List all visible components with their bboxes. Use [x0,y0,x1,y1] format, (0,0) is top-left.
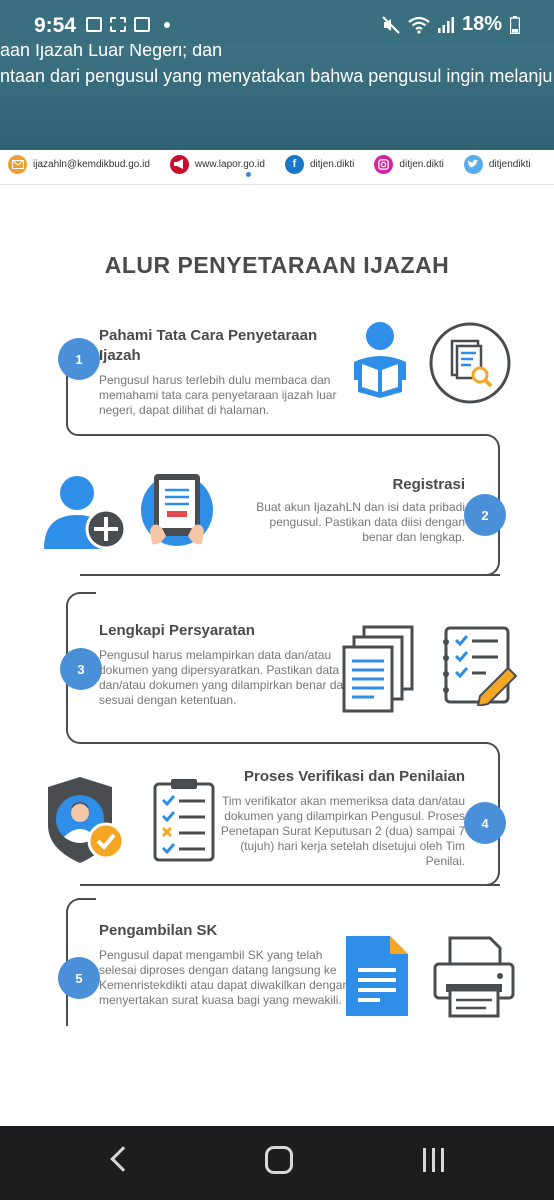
checklist-pencil-icon [443,626,518,706]
contact-twitter-text: ditjendikti [488,158,531,170]
screenshot-icon [110,17,126,32]
mute-icon [382,15,400,34]
step-2-description: Buat akun IjazahLN dan isi data pribadi … [256,500,465,544]
document-file-icon [346,936,408,1016]
carousel-indicator [246,172,251,177]
flow-connector [78,434,486,436]
document-search-icon [429,322,511,404]
status-time: 9:54 [34,14,77,37]
flow-connector [96,742,486,744]
system-icons: 18% [382,13,520,36]
status-bar: 9:54 18% [0,0,554,44]
video-icon [134,17,150,32]
tablet-register-icon [141,474,213,546]
verified-user-shield-icon [48,777,125,863]
step-4-number: 4 [464,802,506,844]
twitter-icon [463,154,483,174]
battery-icon [510,15,520,34]
megaphone-icon [169,154,189,174]
clipboard-checklist-icon [153,779,215,862]
step-4-description: Tim verifikator akan memeriksa data dan/… [220,794,465,868]
contact-facebook[interactable]: f ditjen.dikti [284,154,355,174]
back-button[interactable] [110,1146,136,1172]
contact-facebook-text: ditjen.dikti [309,158,355,170]
add-user-icon [44,476,127,550]
instagram-icon [374,154,394,174]
step-1-title: Pahami Tata Cara Penyetaraan Ijazah [99,327,318,364]
banner-text-line-2: ntaan dari pengusul yang menyatakan bahw… [0,66,553,86]
step-1-description: Pengusul harus terlebih dulu membaca dan… [99,373,337,417]
wifi-icon [408,16,430,34]
battery-percent: 18% [461,13,502,35]
flow-connector [80,884,500,886]
step-3-title: Lengkapi Persyaratan [99,622,255,639]
page-title: ALUR PENYETARAAN IJAZAH [104,252,450,278]
contact-instagram-text: ditjen.dikti [399,158,444,170]
step-5-title: Pengambilan SK [99,922,218,939]
home-button[interactable] [265,1146,293,1174]
step-5-description: Pengusul dapat mengambil SK yang telah s… [99,948,350,1007]
contact-strip: ijazahln@kemdikbud.go.id www.lapor.go.id… [0,150,554,178]
step-1-number: 1 [58,338,100,380]
contact-lapor-text: www.lapor.go.id [194,158,265,170]
step-2-title: Registrasi [392,476,465,493]
email-icon [8,154,27,174]
step-4-title: Proses Verifikasi dan Penilaian [244,768,465,785]
flow-connector [80,574,500,576]
step-3-number: 3 [60,648,102,690]
contact-email-text: ijazahln@kemdikbud.go.id [33,158,150,170]
step-2-number: 2 [464,494,506,536]
step-3-description: Pengusul harus melampirkan data dan/atau… [99,648,350,707]
signal-icon [437,16,454,33]
contact-email[interactable]: ijazahln@kemdikbud.go.id [8,154,150,174]
contact-instagram[interactable]: ditjen.dikti [374,154,444,174]
requirements-banner: aan Ijazah Luar Negeri; dan ntaan dari p… [0,44,554,150]
step-5-number: 5 [58,957,100,999]
banner-text-line-1: aan Ijazah Luar Negeri; dan [0,44,223,60]
gallery-icon [86,17,102,32]
contact-lapor[interactable]: www.lapor.go.id [169,154,265,174]
contact-twitter[interactable]: ditjendikti [463,154,531,174]
more-notifications-icon [164,21,170,28]
navigation-bar [0,1126,554,1200]
printer-icon [433,936,515,1018]
person-reading-icon [354,322,406,398]
facebook-icon: f [284,154,304,174]
recent-apps-button[interactable] [420,1148,446,1174]
notification-icons [86,17,170,32]
document-stack-icon [342,625,414,713]
